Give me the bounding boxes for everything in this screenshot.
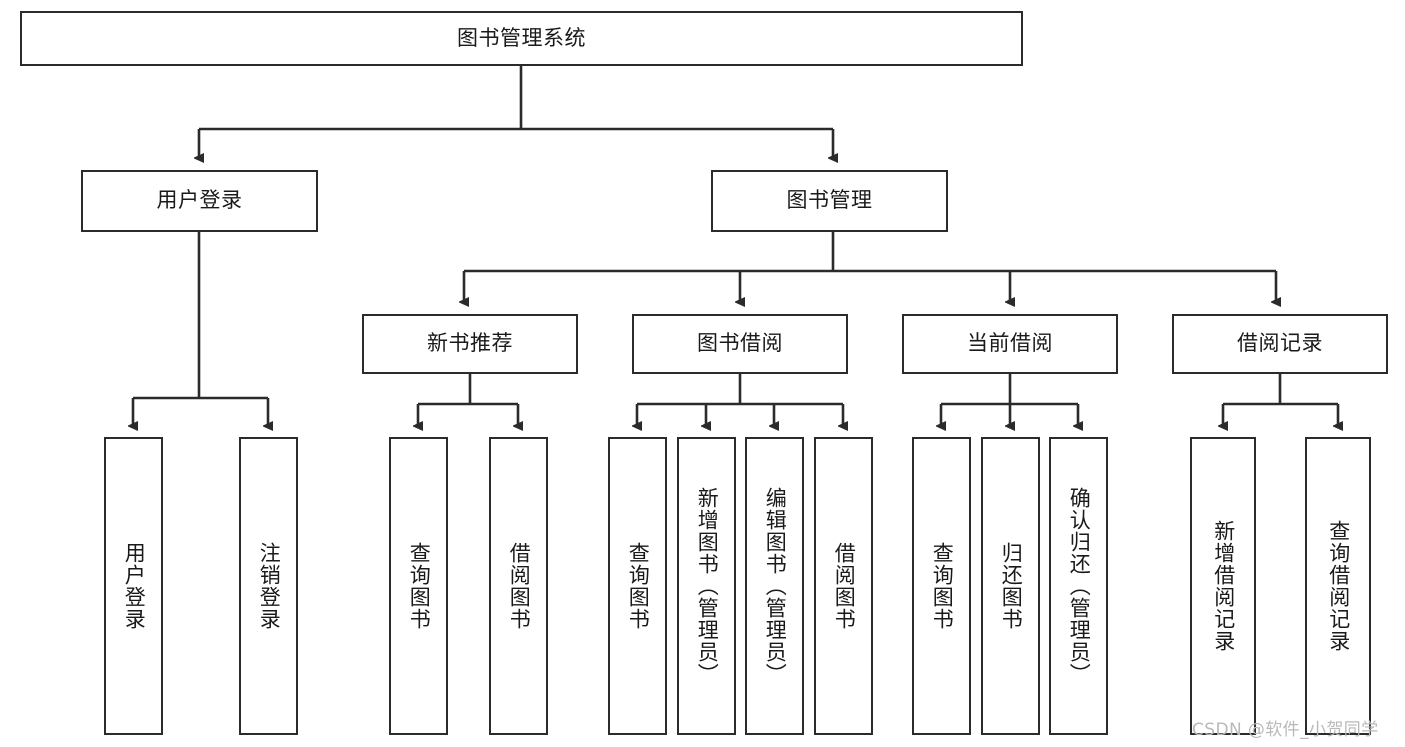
node-borrow-record-label: 借阅记录 — [1237, 331, 1323, 356]
leaf-confirm-return-label: 确认归还（管理员） — [1067, 487, 1092, 685]
leaf-return-book-label: 归还图书 — [999, 542, 1024, 630]
leaf-query-book-2[interactable]: 查询图书 — [608, 437, 667, 735]
node-book-borrow-label: 图书借阅 — [697, 331, 783, 356]
leaf-query-record-label: 查询借阅记录 — [1326, 520, 1351, 652]
node-book-borrow[interactable]: 图书借阅 — [632, 314, 848, 374]
node-new-book-recommend-label: 新书推荐 — [427, 331, 513, 356]
node-current-borrow-label: 当前借阅 — [967, 331, 1053, 356]
leaf-confirm-return[interactable]: 确认归还（管理员） — [1049, 437, 1108, 735]
leaf-add-book[interactable]: 新增图书（管理员） — [677, 437, 736, 735]
leaf-edit-book[interactable]: 编辑图书（管理员） — [745, 437, 804, 735]
leaf-user-login[interactable]: 用户登录 — [104, 437, 163, 735]
leaf-query-book-1-label: 查询图书 — [407, 542, 432, 630]
csdn-watermark: CSDN @软件_小贺同学 — [1192, 720, 1379, 740]
node-new-book-recommend[interactable]: 新书推荐 — [362, 314, 578, 374]
leaf-borrow-book-1-label: 借阅图书 — [507, 542, 532, 630]
leaf-add-book-label: 新增图书（管理员） — [695, 487, 720, 685]
leaf-return-book[interactable]: 归还图书 — [981, 437, 1040, 735]
node-current-borrow[interactable]: 当前借阅 — [902, 314, 1118, 374]
leaf-logout-login[interactable]: 注销登录 — [239, 437, 298, 735]
leaf-query-book-3[interactable]: 查询图书 — [912, 437, 971, 735]
node-user-login[interactable]: 用户登录 — [81, 170, 318, 232]
leaf-edit-book-label: 编辑图书（管理员） — [763, 487, 788, 685]
leaf-borrow-book-2-label: 借阅图书 — [832, 542, 857, 630]
node-user-login-label: 用户登录 — [156, 188, 243, 213]
node-borrow-record[interactable]: 借阅记录 — [1172, 314, 1388, 374]
leaf-query-book-3-label: 查询图书 — [930, 542, 955, 630]
leaf-borrow-book-2[interactable]: 借阅图书 — [814, 437, 873, 735]
leaf-logout-login-label: 注销登录 — [257, 542, 282, 630]
leaf-add-record[interactable]: 新增借阅记录 — [1190, 437, 1256, 735]
node-root[interactable]: 图书管理系统 — [20, 11, 1023, 66]
leaf-query-record[interactable]: 查询借阅记录 — [1305, 437, 1371, 735]
node-root-label: 图书管理系统 — [457, 25, 586, 50]
leaf-borrow-book-1[interactable]: 借阅图书 — [489, 437, 548, 735]
leaf-add-record-label: 新增借阅记录 — [1211, 520, 1236, 652]
leaf-user-login-label: 用户登录 — [122, 542, 147, 630]
node-book-manage-label: 图书管理 — [786, 188, 873, 213]
leaf-query-book-1[interactable]: 查询图书 — [389, 437, 448, 735]
node-book-manage[interactable]: 图书管理 — [711, 170, 948, 232]
leaf-query-book-2-label: 查询图书 — [626, 542, 651, 630]
